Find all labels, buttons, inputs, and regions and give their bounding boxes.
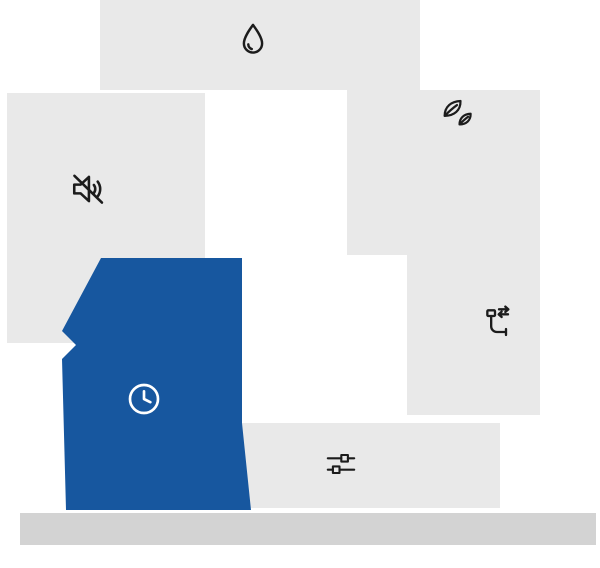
tile-settings[interactable] <box>210 423 500 508</box>
sliders-icon <box>323 446 359 482</box>
speaker-muted-icon <box>66 167 110 211</box>
eco-leaves-icon <box>438 94 476 132</box>
bottom-bar <box>20 513 596 545</box>
tile-water[interactable] <box>100 0 420 90</box>
clock-icon <box>124 379 164 419</box>
water-drop-icon <box>232 20 274 62</box>
tile-delay[interactable] <box>62 258 251 510</box>
tile-hose[interactable] <box>407 160 540 415</box>
hose-swap-icon <box>477 302 517 342</box>
